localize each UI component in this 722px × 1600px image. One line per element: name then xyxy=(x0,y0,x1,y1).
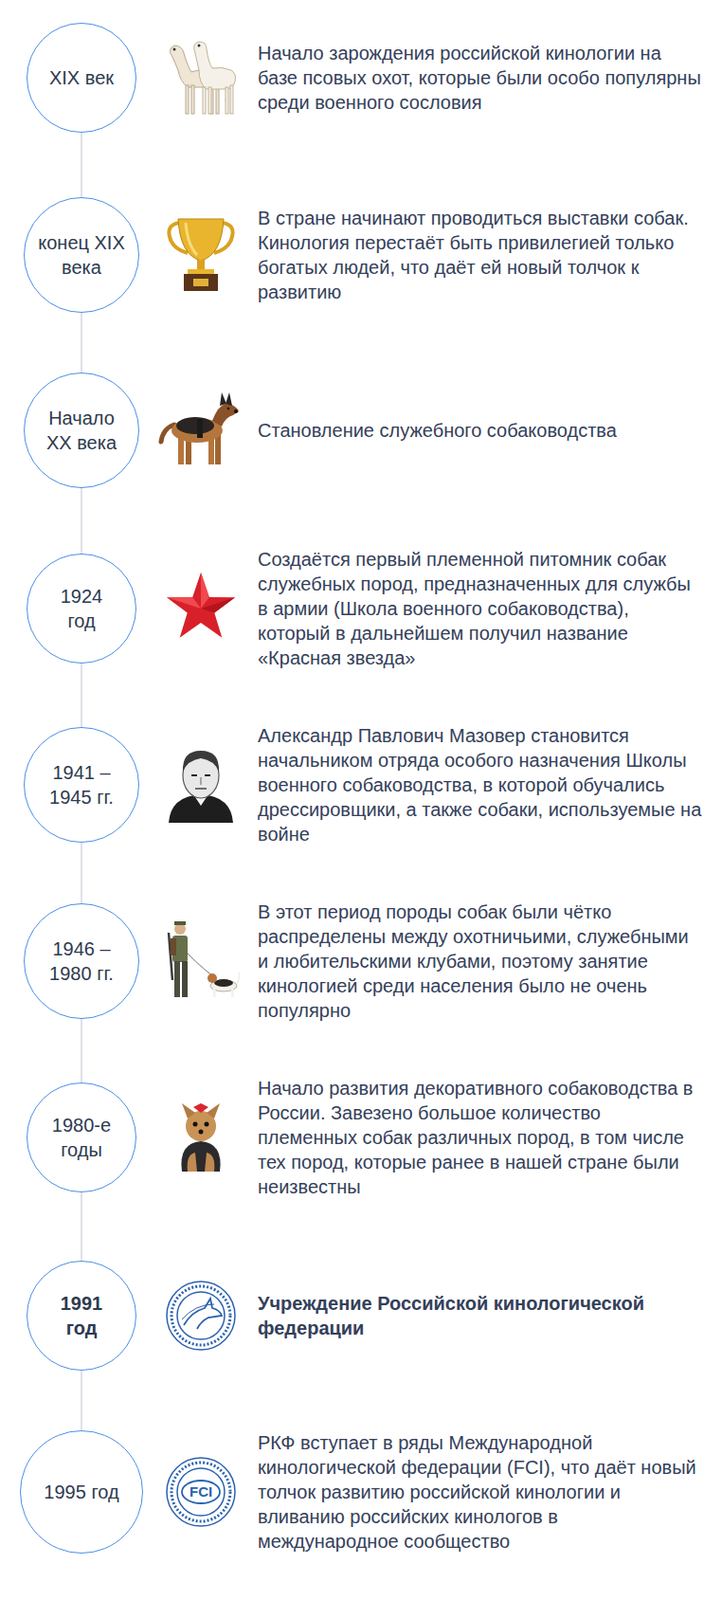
date-circle: 1980-е годы xyxy=(26,1082,137,1192)
hunter-icon xyxy=(168,920,240,997)
date-circle: конец XIX века xyxy=(23,197,140,313)
timeline-connector xyxy=(80,487,82,554)
date-text: 1946 – 1980 гг. xyxy=(37,936,126,986)
event-description: Начало развития декоративного собаководс… xyxy=(257,1075,704,1199)
date-circle: XIX век xyxy=(26,22,137,133)
date-text: 1924 год xyxy=(48,583,115,633)
trophy-icon xyxy=(168,218,233,291)
timeline-connector xyxy=(80,132,82,198)
timeline-connector xyxy=(80,1191,82,1261)
timeline-connector xyxy=(80,1370,82,1430)
date-circle: 1995 год xyxy=(19,1429,144,1553)
rkf-logo xyxy=(166,1281,235,1350)
event-description: Учреждение Российской кинологической фед… xyxy=(257,1290,704,1340)
date-text: XIX век xyxy=(48,65,115,91)
date-circle: 1991 год xyxy=(26,1260,137,1371)
greyhounds-icon xyxy=(169,41,235,114)
event-description: Становление служебного собаководства xyxy=(257,417,704,443)
date-text: 1991 год xyxy=(48,1290,115,1340)
date-text: Начало XX века xyxy=(37,405,126,455)
shepherd-dog-icon xyxy=(161,392,239,465)
logo-text: FCI xyxy=(187,1483,215,1499)
date-circle: 1946 – 1980 гг. xyxy=(23,902,140,1019)
date-text: 1980-е годы xyxy=(48,1112,115,1162)
timeline-connector xyxy=(80,1018,82,1083)
date-text: 1941 – 1945 гг. xyxy=(37,759,126,810)
event-description: Создаётся первый племенной питомник соба… xyxy=(257,546,704,670)
timeline-connector xyxy=(80,312,82,373)
timeline-connector xyxy=(80,663,82,727)
event-description: Александр Павлович Мазовер становится на… xyxy=(257,722,704,847)
event-description: Начало зарождения российской кинологии н… xyxy=(257,40,704,115)
red-star-icon xyxy=(166,572,235,638)
portrait-icon xyxy=(168,750,234,823)
event-description: В стране начинают проводиться выставки с… xyxy=(257,205,704,305)
yorkie-icon xyxy=(180,1102,220,1172)
date-text: конец XIX века xyxy=(37,230,126,280)
fci-logo xyxy=(166,1457,235,1526)
event-description: В этот период породы собак были чётко ра… xyxy=(257,899,704,1023)
timeline-connector xyxy=(80,842,82,903)
date-circle: Начало XX века xyxy=(23,372,140,488)
date-circle: 1941 – 1945 гг. xyxy=(23,726,140,843)
event-description: РКФ вступает в ряды Международной киноло… xyxy=(257,1429,704,1553)
date-circle: 1924 год xyxy=(26,553,137,664)
date-text: 1995 год xyxy=(29,1479,134,1504)
